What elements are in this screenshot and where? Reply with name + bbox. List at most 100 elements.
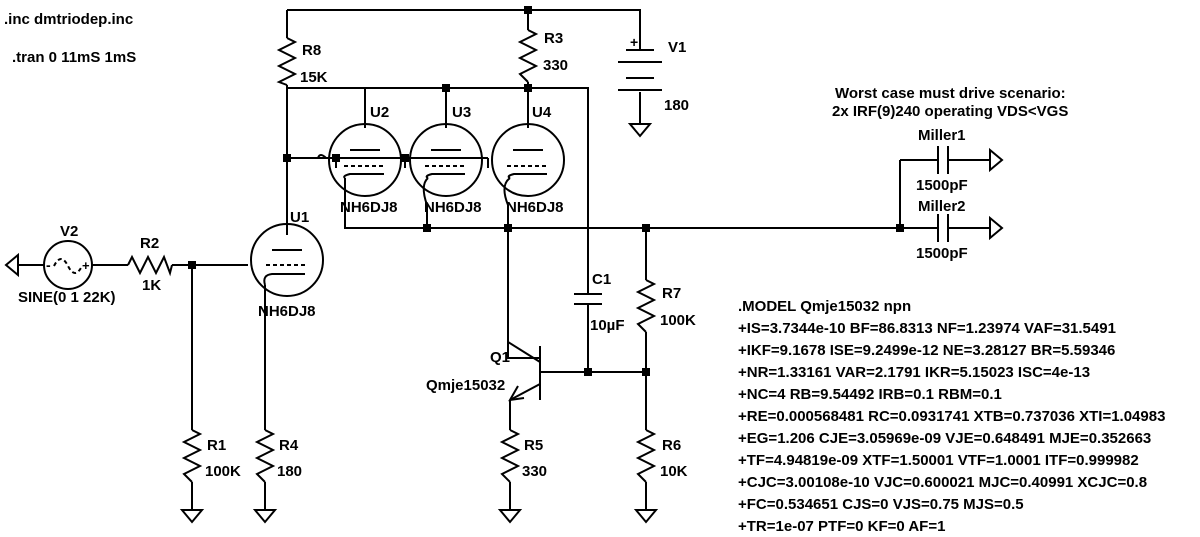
u2-value: NH6DJ8 [340,199,398,216]
u1-name: U1 [290,209,309,226]
capacitor-c1[interactable]: C1 10µF [574,271,625,334]
model-line: +FC=0.534651 CJS=0 VJS=0.75 MJS=0.5 [738,496,1024,513]
triode-u4[interactable]: U4 NH6DJ8 [491,104,565,216]
c1-name: C1 [592,271,611,288]
u3-value: NH6DJ8 [424,199,482,216]
spice-directives: .inc dmtriodep.inc .tran 0 11mS 1mS [4,11,136,66]
r2-value: 1K [142,277,161,294]
v1-value: 180 [664,97,689,114]
junction-dots [188,6,904,376]
resistor-r5[interactable]: R5 330 [499,429,547,483]
junction-dot [524,84,532,92]
r3-value: 330 [543,57,568,74]
r2-name: R2 [140,235,159,252]
r1-name: R1 [207,437,226,454]
r6-name: R6 [662,437,681,454]
r5-name: R5 [524,437,543,454]
model-line: +RE=0.000568481 RC=0.0931741 XTB=0.73703… [738,408,1165,425]
triode-u3[interactable]: U3 NH6DJ8 [409,104,483,216]
note-line-1: Worst case must drive scenario: [835,85,1066,102]
grounds [4,123,1004,524]
resistor-r4[interactable]: R4 180 [254,429,302,483]
ground-icon [989,147,1004,173]
signal-source-v2[interactable]: - + V2 SINE(0 1 22K) [18,223,116,306]
u3-name: U3 [452,104,471,121]
v2-plus-sign: + [82,258,90,273]
model-line: +NR=1.33161 VAR=2.1791 IKR=5.15023 ISC=4… [738,364,1090,381]
resistor-r7[interactable]: R7 100K [635,279,696,333]
r4-value: 180 [277,463,302,480]
ground-icon [989,215,1004,241]
model-line: +TF=4.94819e-09 XTF=1.50001 VTF=1.0001 I… [738,452,1139,469]
junction-dot [584,368,592,376]
junction-dot [642,368,650,376]
u2-name: U2 [370,104,389,121]
v2-name: V2 [60,223,78,240]
miller1-value: 1500pF [916,177,968,194]
capacitor-miller1[interactable]: Miller1 1500pF [916,127,968,194]
resistor-r2[interactable]: R2 1K [127,235,173,294]
include-directive: .inc dmtriodep.inc [4,11,133,28]
c1-value: 10µF [590,317,625,334]
ground-icon [252,509,278,524]
q1-name: Q1 [490,349,510,366]
model-card: .MODEL Qmje15032 npn +IS=3.7344e-10 BF=8… [738,298,1165,535]
u4-name: U4 [532,104,552,121]
v2-minus-sign: - [46,257,51,273]
r7-name: R7 [662,285,681,302]
resistor-r3[interactable]: R3 330 [517,29,568,83]
model-line: +IKF=9.1678 ISE=9.2499e-12 NE=3.28127 BR… [738,342,1115,359]
capacitor-miller2[interactable]: Miller2 1500pF [916,198,968,262]
junction-dot [283,154,291,162]
tran-directive: .tran 0 11mS 1mS [12,49,136,66]
miller1-name: Miller1 [918,127,966,144]
u1-value: NH6DJ8 [258,303,316,320]
battery-v1[interactable]: + V1 180 [618,34,689,114]
u4-value: NH6DJ8 [506,199,564,216]
model-line: .MODEL Qmje15032 npn [738,298,911,315]
triode-u1[interactable]: U1 NH6DJ8 [250,209,324,320]
scenario-note: Worst case must drive scenario: 2x IRF(9… [832,85,1068,120]
model-line: +TR=1e-07 PTF=0 KF=0 AF=1 [738,518,945,535]
junction-dot [504,224,512,232]
r8-value: 15K [300,69,328,86]
wires [18,9,990,510]
model-line: +EG=1.206 CJE=3.05969e-09 VJE=0.648491 M… [738,430,1151,447]
triode-u2[interactable]: U2 NH6DJ8 [328,104,402,216]
model-line: +CJC=3.00108e-10 VJC=0.600021 MJC=0.4099… [738,474,1147,491]
r6-value: 10K [660,463,688,480]
v1-name: V1 [668,39,686,56]
transistor-q1[interactable]: Q1 Qmje15032 [426,341,541,402]
v2-value: SINE(0 1 22K) [18,289,116,306]
ground-icon [627,123,653,138]
v1-plus-sign: + [630,34,638,50]
r7-value: 100K [660,312,696,329]
junction-dot [332,154,340,162]
ground-icon [179,509,205,524]
r3-name: R3 [544,30,563,47]
junction-dot [188,261,196,269]
junction-dot [642,224,650,232]
note-line-2: 2x IRF(9)240 operating VDS<VGS [832,103,1068,120]
model-line: +NC=4 RB=9.54492 IRB=0.1 RBM=0.1 [738,386,1002,403]
junction-dot [401,154,409,162]
resistor-r1[interactable]: R1 100K [181,429,241,483]
r8-name: R8 [302,42,321,59]
junction-dot [442,84,450,92]
junction-dot [524,6,532,14]
resistor-r6[interactable]: R6 10K [635,429,688,483]
junction-dot [896,224,904,232]
model-line: +IS=3.7344e-10 BF=86.8313 NF=1.23974 VAF… [738,320,1116,337]
ground-icon [4,252,19,278]
miller2-name: Miller2 [918,198,966,215]
emitter-arrow-icon [508,385,525,402]
junction-dot [423,224,431,232]
r4-name: R4 [279,437,299,454]
r5-value: 330 [522,463,547,480]
resistor-r8[interactable]: R8 15K [276,37,328,86]
q1-value: Qmje15032 [426,377,505,394]
miller2-value: 1500pF [916,245,968,262]
r1-value: 100K [205,463,241,480]
ground-icon [497,509,523,524]
